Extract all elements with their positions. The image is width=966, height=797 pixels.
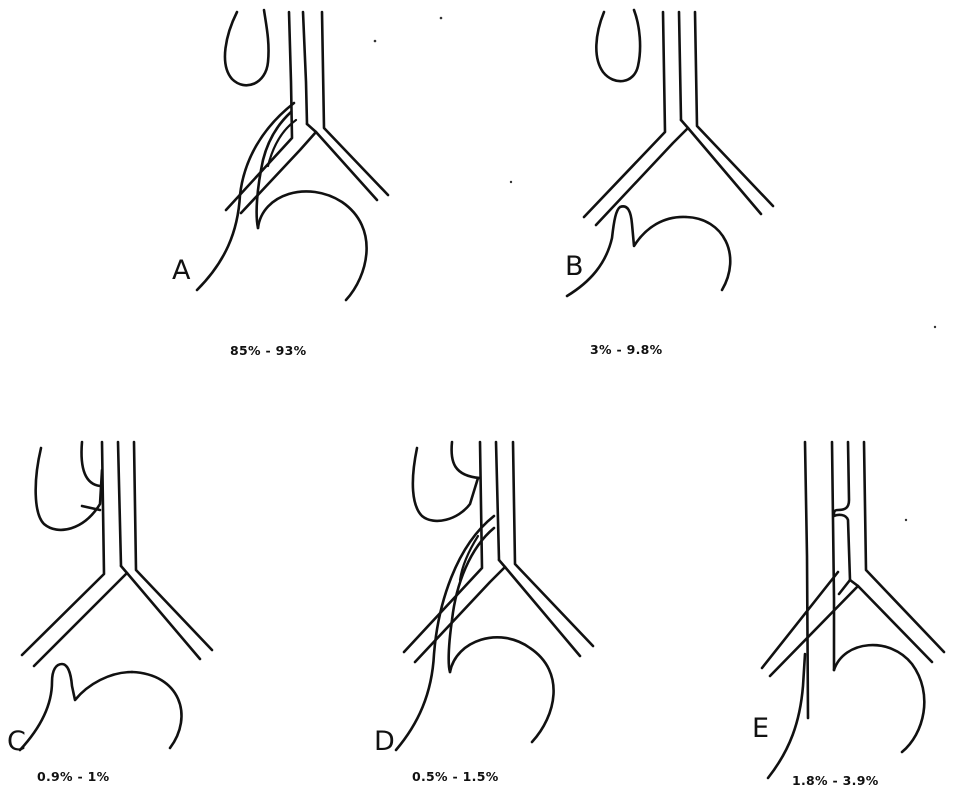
esophageal-pouch: [36, 448, 102, 530]
panel-letter: A: [172, 255, 191, 286]
bronchus-right-outer: [695, 12, 773, 206]
bronchus-right-outer: [134, 442, 212, 650]
esophagus-left-wall: [832, 442, 834, 670]
trachea-right-wall: [864, 442, 944, 652]
esophageal-pouch: [225, 10, 269, 85]
bronchus-left-outer: [762, 572, 838, 668]
stomach: [834, 645, 924, 752]
incidence-range-label: 0.9% - 1%: [37, 769, 110, 784]
trachea-left-wall: [805, 442, 808, 718]
scan-speck: [934, 326, 936, 328]
stomach: [132, 672, 181, 748]
bronchus-right-inner: [127, 573, 200, 659]
esophageal-pouch: [596, 10, 640, 81]
esophagus-right-wall: [834, 442, 849, 514]
bronchus-left-inner: [770, 580, 858, 676]
panel-d: D 0.5% - 1.5%: [374, 442, 593, 784]
stomach: [686, 217, 730, 290]
scan-speck: [440, 17, 443, 20]
bronchus-right-outer: [322, 12, 388, 195]
distal-esophagus: [567, 206, 686, 296]
distal-esophagus: [20, 664, 132, 750]
scan-speck: [374, 40, 377, 43]
esophageal-pouch: [413, 448, 478, 521]
incidence-range-label: 1.8% - 3.9%: [792, 773, 879, 788]
scan-speck: [510, 181, 512, 183]
carina: [596, 120, 688, 225]
trachea-right-wall: [118, 442, 121, 566]
bronchus-right-inner: [505, 567, 580, 656]
panel-letter: C: [7, 726, 26, 757]
incidence-range-label: 3% - 9.8%: [590, 342, 663, 357]
panel-c: C 0.9% - 1%: [7, 442, 212, 784]
trachea-right-wall: [496, 442, 499, 560]
bronchus-right-inner: [688, 128, 761, 214]
h-type-fistula: [834, 515, 850, 580]
fistula-upper: [82, 442, 100, 486]
panel-e: E 1.8% - 3.9%: [752, 442, 944, 788]
panel-letter: D: [374, 726, 395, 757]
stomach: [258, 191, 367, 300]
bronchus-right-inner: [316, 132, 377, 200]
panel-letter: B: [565, 251, 584, 282]
carina: [839, 580, 850, 594]
stomach: [450, 637, 554, 742]
fistula-upper: [452, 442, 480, 478]
distal-esophagus-left: [396, 516, 494, 750]
panel-a: A 85% - 93%: [172, 10, 388, 358]
trachea-right-wall: [303, 12, 307, 124]
panel-b: B 3% - 9.8%: [565, 10, 773, 357]
incidence-range-label: 85% - 93%: [230, 343, 307, 358]
incidence-range-label: 0.5% - 1.5%: [412, 769, 499, 784]
trachea-left-wall: [22, 442, 104, 655]
carina: [34, 566, 127, 666]
trachea-left-wall: [404, 442, 482, 652]
scan-speck: [905, 519, 907, 521]
panel-letter: E: [752, 713, 769, 744]
trachea-right-wall: [679, 12, 681, 120]
bronchus-right-outer: [513, 442, 593, 646]
